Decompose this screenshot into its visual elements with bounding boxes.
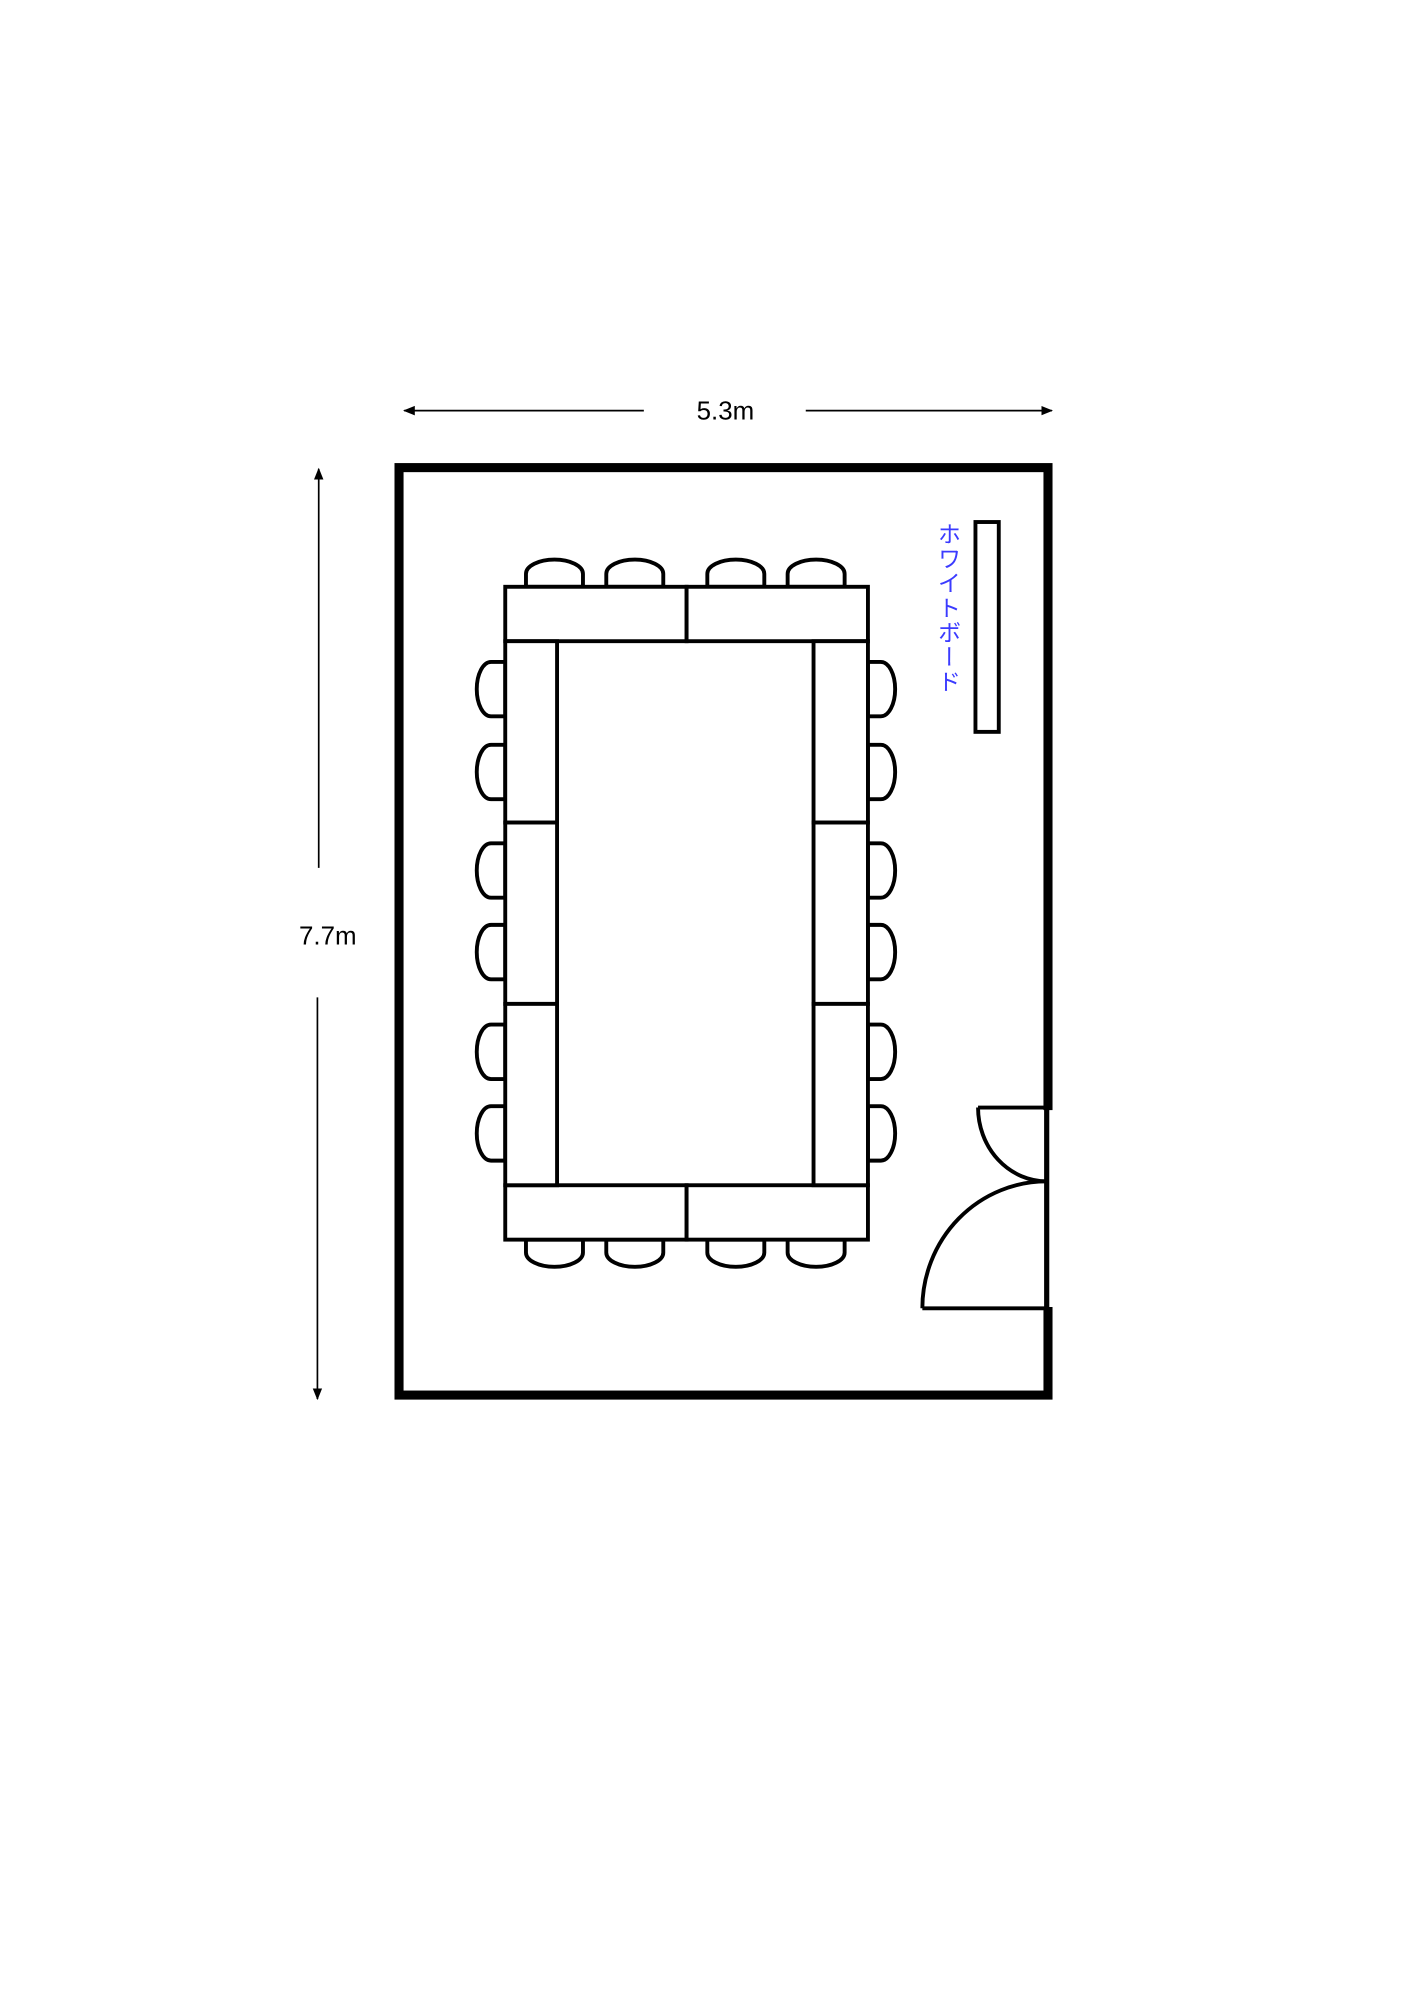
chair-bottom-1 xyxy=(524,1237,585,1269)
table-bottom-left xyxy=(503,1183,689,1242)
height-dimension: 7.7m xyxy=(299,467,357,1401)
whiteboard xyxy=(973,520,1001,734)
tables xyxy=(503,584,870,1242)
table-left-2 xyxy=(503,820,560,1006)
chair-left-3 xyxy=(474,841,508,900)
double-door xyxy=(920,1101,1050,1315)
chair-left-6 xyxy=(474,1104,508,1163)
table-left-1 xyxy=(503,639,560,825)
table-right-1 xyxy=(811,639,870,825)
chairs xyxy=(474,557,898,1269)
chair-right-5 xyxy=(865,1022,898,1081)
chair-bottom-3 xyxy=(705,1237,767,1269)
chair-right-2 xyxy=(865,742,898,802)
chair-top-1 xyxy=(524,557,585,589)
width-label: 5.3m xyxy=(697,398,755,426)
small-door-swing xyxy=(976,1107,1047,1184)
table-top-right xyxy=(684,584,870,644)
chair-right-4 xyxy=(865,922,898,982)
table-right-2 xyxy=(811,820,870,1006)
table-right-3 xyxy=(811,1001,870,1188)
chair-right-1 xyxy=(865,659,898,719)
chair-top-2 xyxy=(604,557,666,589)
chair-right-3 xyxy=(865,841,898,900)
large-door-swing xyxy=(920,1179,1047,1309)
chair-left-2 xyxy=(474,742,508,802)
chair-top-3 xyxy=(705,557,767,589)
chair-left-5 xyxy=(474,1022,508,1081)
chair-left-1 xyxy=(474,659,508,719)
chair-right-6 xyxy=(865,1104,898,1163)
table-top-left xyxy=(503,584,689,644)
chair-bottom-4 xyxy=(785,1237,847,1269)
table-bottom-right xyxy=(684,1183,870,1242)
width-dimension: 5.3m xyxy=(403,398,1054,426)
table-left-3 xyxy=(503,1001,560,1188)
chair-bottom-2 xyxy=(604,1237,666,1269)
chair-left-4 xyxy=(474,922,508,982)
height-label: 7.7m xyxy=(299,922,357,950)
whiteboard-label: ホワイトボード xyxy=(933,522,960,694)
chair-top-4 xyxy=(785,557,847,589)
